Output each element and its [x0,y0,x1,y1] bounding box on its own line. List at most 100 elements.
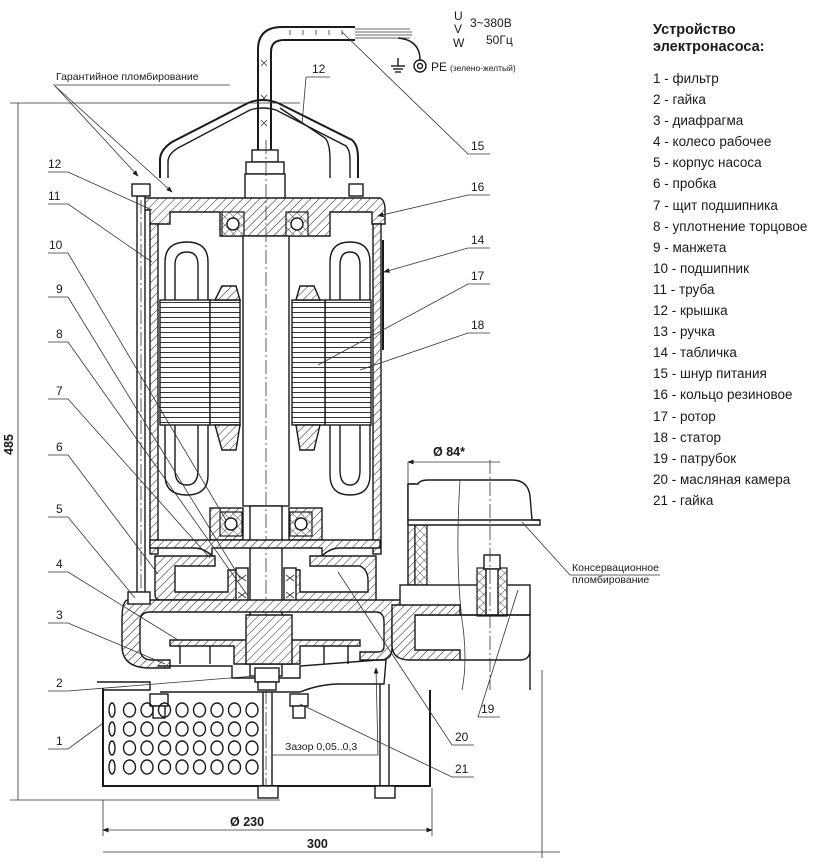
legend-item: 15 - шнур питания [653,366,767,382]
legend-item: 1 - фильтр [653,71,719,86]
cable-gland [244,149,286,203]
leader-line [48,675,256,692]
perforation-hole [122,702,137,718]
callout-number: 3 [56,608,63,622]
legend-item: 2 - гайка [653,92,706,108]
callout-number: 7 [56,384,63,398]
stator [159,241,372,496]
perforation-hole [140,759,154,775]
perforation-hole [227,702,242,718]
perforation-hole [140,721,154,737]
filter [97,681,431,799]
phase-u-label: U [454,9,463,23]
legend-item: 10 - подшипник [653,260,749,276]
callout-number: 21 [455,762,469,776]
legend-panel: Устройство электронасоса: 1 - фильтр 2 - … [653,22,835,511]
perforation-hole [192,759,207,775]
legend-list: 1 - фильтр 2 - гайка 3 - диафрагма 4 - коле… [653,68,835,511]
callout-number: 1 [56,734,63,748]
legend-item: 13 - ручка [653,324,715,340]
leader-line [48,296,241,579]
callout-number: 12 [48,157,62,171]
perforation-hole [175,740,189,756]
legend-item: 9 - манжета [653,239,727,255]
callout-number: 18 [471,318,485,332]
perforation-hole [108,759,116,775]
legend-item: 17 - ротор [653,408,716,424]
callout-number: 20 [455,730,469,744]
legend-item: 3 - диафрагма [653,113,744,129]
legend-item: 11 - труба [653,281,715,297]
perforation-hole [108,702,116,718]
top-bearings [221,211,309,237]
leader-line [337,571,474,746]
handle [159,99,359,178]
perforation-hole [227,721,242,737]
perforation-hole [157,721,172,737]
perforation-hole [122,740,137,756]
perforation-hole [210,759,224,775]
callout-number: 9 [56,282,63,296]
bottom-bearing-shield [149,539,381,558]
voltage-label: 3~380В [470,16,512,30]
legend-title: Устройство электронасоса: [653,22,835,56]
bottom-bearings [209,507,323,541]
perforation-hole [227,759,242,775]
perforation-hole [192,721,207,737]
legend-item: 16 - кольцо резиновое [653,387,793,403]
legend-item: 8 - уплотнение торцовое [653,218,808,234]
leader-line [299,703,474,778]
callout-number: 2 [56,676,63,690]
legend-item: 14 - табличка [653,345,737,361]
perforation-hole [245,702,259,718]
phase-v-label: V [454,22,462,36]
dimension-width: 300 [307,837,328,851]
perforation-hole [245,740,259,756]
callout-number: 4 [56,557,63,571]
perforation-hole [108,721,116,737]
legend-item: 5 - корпус насоса [653,155,762,171]
power-cable [257,26,427,150]
perforation-hole [245,759,259,775]
leader-line [341,31,490,155]
leader-line [48,171,153,211]
legend-title-line1: Устройство [653,22,736,38]
perforation-hole [227,740,242,756]
leader-line [48,516,136,599]
callout-number: 14 [471,233,485,247]
oil-chamber [154,555,241,601]
warranty-seal-label: Гарантийное пломбирование [56,71,199,83]
top-bearing-shield [139,197,386,237]
legend-item: 4 - колесо рабочее [653,134,772,150]
perforation-hole [140,702,154,718]
legend-item: 7 - щит подшипника [653,197,778,213]
callout-number: 8 [56,327,63,341]
leader-line [317,283,490,366]
legend-item: 12 - крышка [653,303,728,319]
housing-tube [149,223,159,555]
callout-number: 10 [49,238,63,252]
frequency-label: 50Гц [486,33,513,47]
legend-item: 21 - гайка [653,492,714,508]
callout-number: 11 [48,189,61,203]
diaphragm [158,659,387,693]
legend-item: 19 - патрубок [653,450,737,466]
shaft [242,140,290,800]
leader-line [48,398,211,559]
pe-label: PE [431,60,447,74]
perforation-hole [192,702,207,718]
leader-line [377,194,490,218]
perforation-hole [157,740,172,756]
dimension-height: 485 [2,434,16,455]
dimension-filter-diameter: Ø 230 [230,815,264,829]
perforation-hole [210,702,224,718]
dimension-lines [10,102,560,858]
tie-rod [131,183,364,607]
rotor [209,285,326,451]
callout-number: 19 [481,702,495,716]
conservation-seal-label-1: Консервационное [572,562,659,574]
perforation-hole [210,721,224,737]
leader-line [48,571,179,641]
